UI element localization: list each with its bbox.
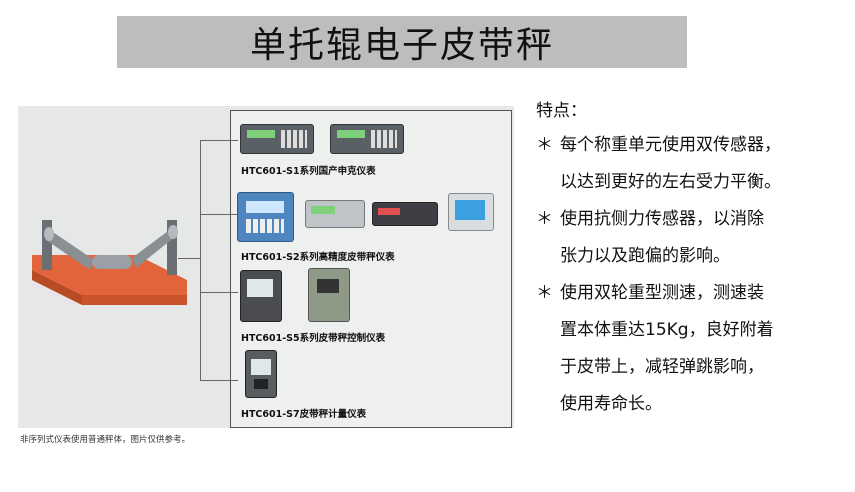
s5-label: HTC601-S5系列皮带秤控制仪表 xyxy=(241,333,386,344)
image-footnote: 非序列式仪表使用普通秤体，图片仅供参考。 xyxy=(20,435,191,445)
feature-1-line-1: ＊ 每个称重单元使用双传感器， xyxy=(536,127,846,164)
instrument-box xyxy=(230,110,512,428)
s7-instrument-1 xyxy=(245,350,277,398)
title-banner: 单托辊电子皮带秤 xyxy=(117,16,687,68)
s5-instrument-1 xyxy=(240,270,282,322)
s2-label: HTC601-S2系列高精度皮带秤仪表 xyxy=(241,252,395,263)
feature-text: 使用抗侧力传感器，以消除 xyxy=(560,209,764,229)
tree-connector-s1 xyxy=(200,140,238,141)
feature-3-line-3: 于皮带上，减轻弹跳影响， xyxy=(536,349,846,386)
feature-3-line-4: 使用寿命长。 xyxy=(536,386,846,423)
features-heading: 特点： xyxy=(536,101,587,121)
feature-3-line-1: ＊ 使用双轮重型测速，测速装 xyxy=(536,275,846,312)
tree-connector-s2 xyxy=(200,214,238,215)
tree-connector-main xyxy=(200,140,201,380)
s1-instrument-2 xyxy=(330,124,404,154)
feature-1-line-2: 以达到更好的左右受力平衡。 xyxy=(536,164,846,201)
tree-connector-stem xyxy=(178,258,201,259)
bullet-icon: ＊ xyxy=(536,209,553,229)
bullet-icon: ＊ xyxy=(536,283,553,303)
belt-scale-illustration xyxy=(32,220,187,305)
s2-instrument-3 xyxy=(372,202,438,226)
s2-instrument-4 xyxy=(448,193,494,231)
feature-text: 置本体重达15Kg，良好附着 xyxy=(560,320,774,340)
features-section: 特点： ＊ 每个称重单元使用双传感器， 以达到更好的左右受力平衡。 ＊ 使用抗侧力传… xyxy=(536,96,846,423)
tree-connector-s7 xyxy=(200,380,238,381)
feature-text: 使用寿命长。 xyxy=(560,394,662,414)
s1-label: HTC601-S1系列国产申克仪表 xyxy=(241,166,376,177)
bullet-icon: ＊ xyxy=(536,135,553,155)
s5-instrument-2 xyxy=(308,268,350,322)
feature-text: 以达到更好的左右受力平衡。 xyxy=(560,172,781,192)
s7-label: HTC601-S7皮带秤计量仪表 xyxy=(241,409,367,420)
feature-2-line-2: 张力以及跑偏的影响。 xyxy=(536,238,846,275)
feature-text: 张力以及跑偏的影响。 xyxy=(560,246,730,266)
feature-3-line-2: 置本体重达15Kg，良好附着 xyxy=(536,312,846,349)
feature-text: 使用双轮重型测速，测速装 xyxy=(560,283,764,303)
s1-instrument-1 xyxy=(240,124,314,154)
s2-instrument-2 xyxy=(305,200,365,228)
feature-text: 于皮带上，减轻弹跳影响， xyxy=(560,357,764,377)
page-title: 单托辊电子皮带秤 xyxy=(249,25,554,66)
tree-connector-s5 xyxy=(200,292,238,293)
feature-2-line-1: ＊ 使用抗侧力传感器，以消除 xyxy=(536,201,846,238)
feature-text: 每个称重单元使用双传感器， xyxy=(560,135,781,155)
s2-instrument-1 xyxy=(237,192,294,242)
